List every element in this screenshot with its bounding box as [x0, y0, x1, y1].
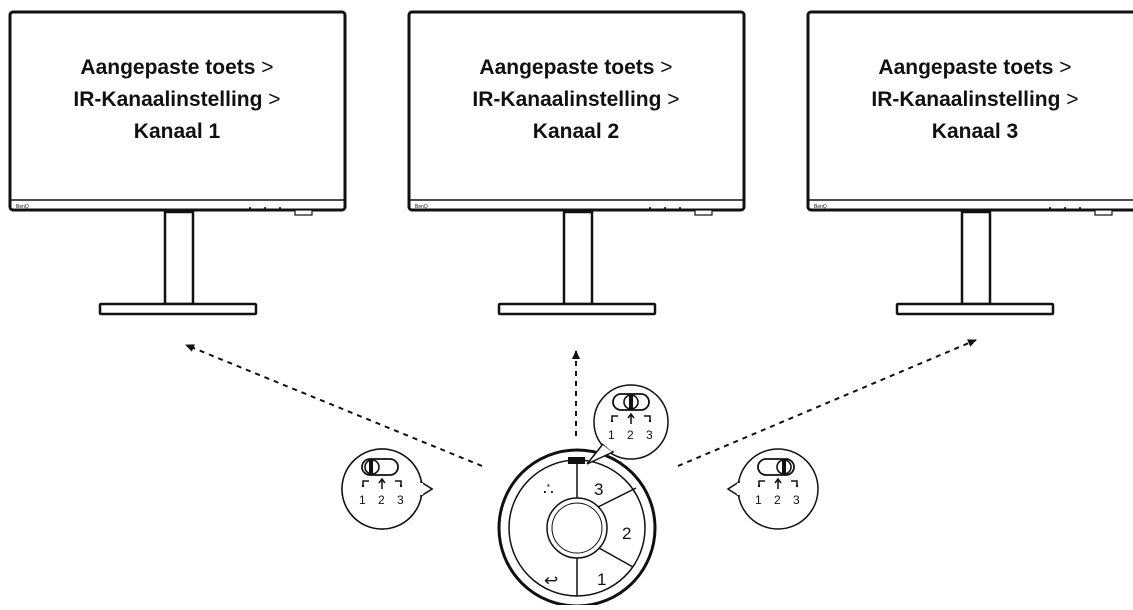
- menu-icon: ∴: [543, 480, 554, 499]
- back-icon: ↩: [544, 571, 558, 590]
- stand-neck: [163, 210, 195, 306]
- switch-label-1: 1: [359, 493, 366, 507]
- dial-button-2: 2: [622, 524, 631, 543]
- brand-logo: BenQ: [415, 204, 428, 210]
- switch-bubble-1: 1 2 3: [341, 448, 434, 530]
- switch-label-2: 2: [774, 493, 781, 507]
- stand-neck: [562, 210, 594, 306]
- path-separator: >: [1053, 56, 1072, 79]
- switch-label-3: 3: [793, 493, 800, 507]
- channel-label: Kanaal 2: [532, 120, 620, 143]
- dial-button-1: 1: [597, 570, 606, 589]
- ir-emitter: [568, 457, 585, 464]
- menu-path-title: Aangepaste toets: [479, 56, 655, 79]
- menu-path-subtitle: IR-Kanaalinstelling: [871, 88, 1061, 111]
- path-separator: >: [654, 56, 673, 79]
- monitor-3: BenQ: [806, 10, 1133, 316]
- stand-neck: [960, 210, 992, 306]
- switch-label-2: 2: [378, 493, 385, 507]
- power-button: [294, 209, 313, 216]
- path-separator: >: [661, 88, 680, 111]
- path-separator: >: [262, 88, 281, 111]
- power-button: [1094, 209, 1113, 216]
- brand-logo: BenQ: [814, 204, 827, 210]
- channel-label: Kanaal 1: [133, 120, 221, 143]
- brand-logo: BenQ: [16, 204, 29, 210]
- dial-button-3: 3: [594, 480, 603, 499]
- stand-base: [497, 302, 657, 316]
- menu-path-title: Aangepaste toets: [878, 56, 1054, 79]
- path-separator: >: [255, 56, 274, 79]
- monitor-3-screen-text: Aangepaste toets > IR-Kanaalinstelling >…: [810, 52, 1133, 148]
- stand-base: [895, 302, 1055, 316]
- monitor-2: BenQ: [407, 10, 746, 316]
- channel-label: Kanaal 3: [931, 120, 1019, 143]
- switch-label-3: 3: [646, 428, 653, 442]
- menu-path-title: Aangepaste toets: [80, 56, 256, 79]
- arrow-to-monitor-3: [677, 339, 977, 467]
- monitor-2-screen-text: Aangepaste toets > IR-Kanaalinstelling >…: [411, 52, 741, 148]
- switch-label-1: 1: [608, 428, 615, 442]
- power-button: [694, 209, 713, 216]
- remote-dial: 3 2 1 ∴ ↩: [497, 448, 657, 608]
- menu-path-subtitle: IR-Kanaalinstelling: [472, 88, 662, 111]
- switch-label-2: 2: [627, 428, 634, 442]
- path-separator: >: [1060, 88, 1079, 111]
- switch-label-1: 1: [755, 493, 762, 507]
- stand-base: [98, 302, 258, 316]
- switch-label-3: 3: [397, 493, 404, 507]
- monitor-1-screen-text: Aangepaste toets > IR-Kanaalinstelling >…: [12, 52, 342, 148]
- menu-path-subtitle: IR-Kanaalinstelling: [73, 88, 263, 111]
- arrow-to-monitor-1: [185, 344, 483, 467]
- switch-bubble-3: 1 2 3: [726, 448, 819, 530]
- monitor-1: BenQ: [8, 10, 347, 316]
- switch-bubble-2: 1 2 3: [586, 384, 669, 465]
